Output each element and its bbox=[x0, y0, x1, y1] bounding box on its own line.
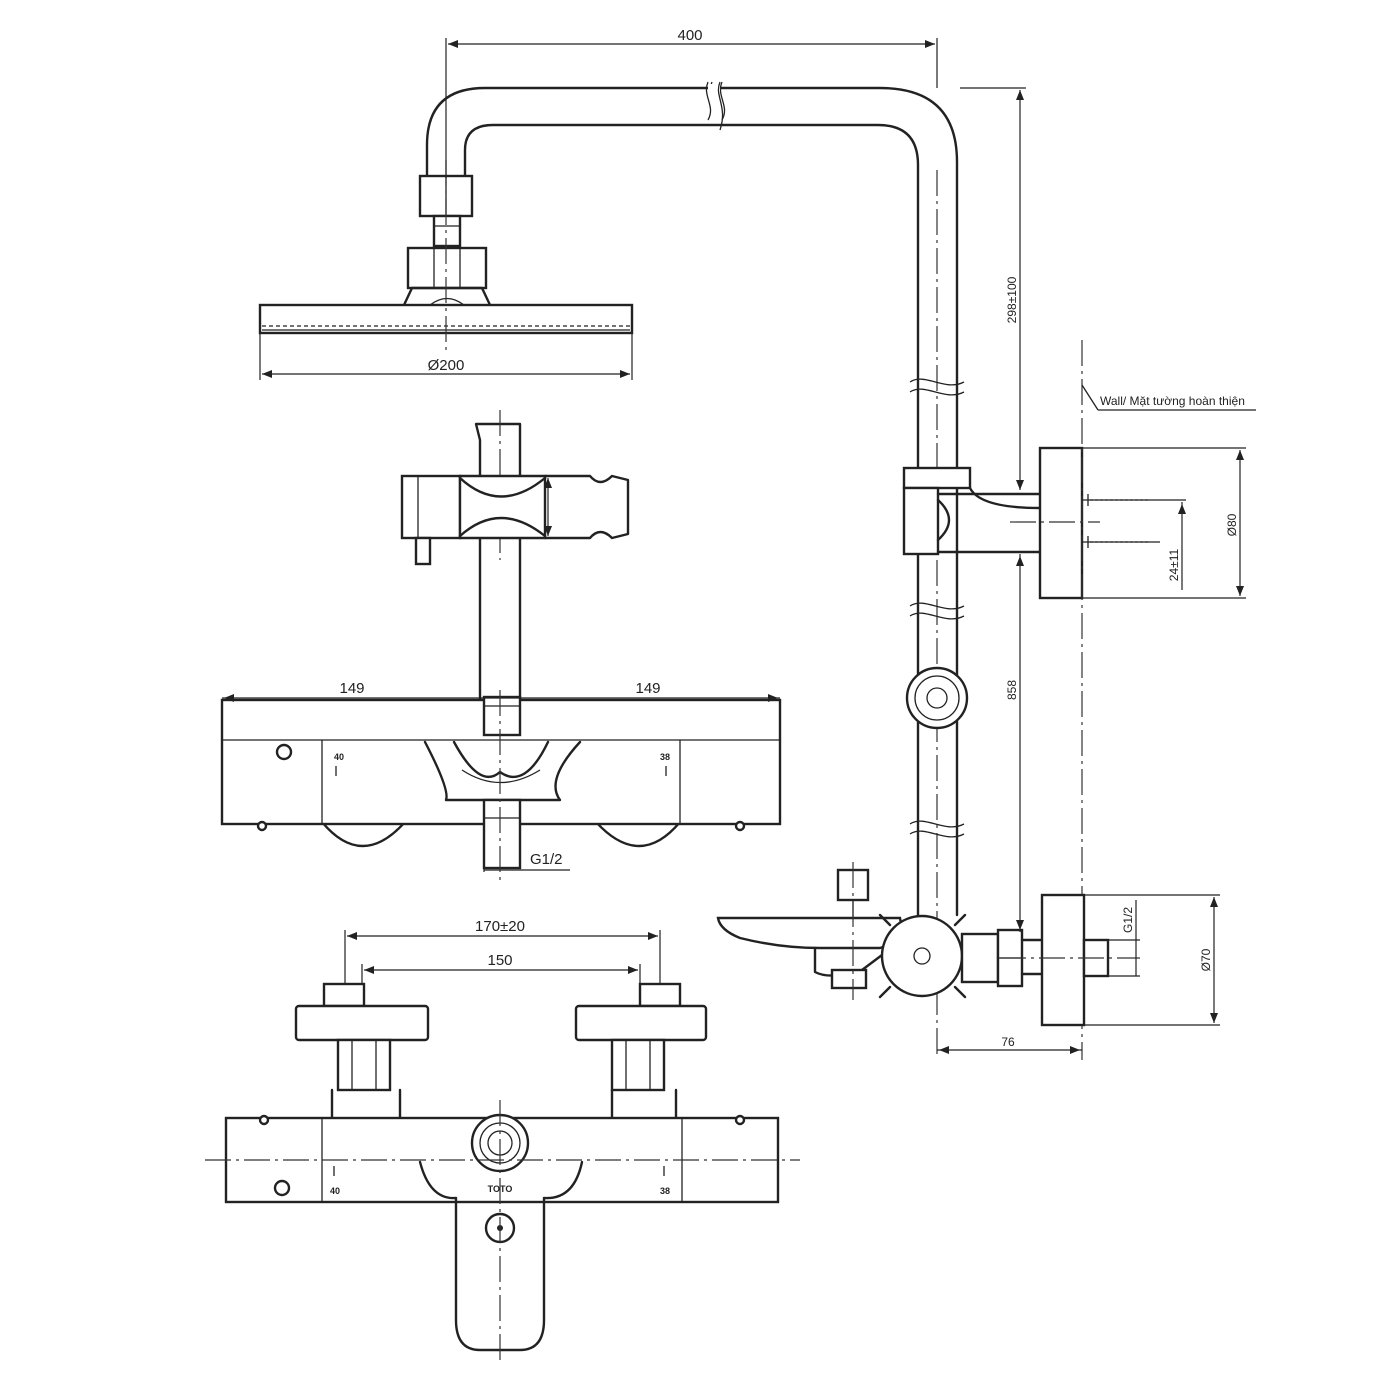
svg-text:38: 38 bbox=[660, 1186, 670, 1196]
arm-length-label: 400 bbox=[677, 27, 702, 44]
side-view bbox=[716, 170, 1160, 1060]
centers-nominal-label: 150 bbox=[487, 952, 512, 969]
shower-head-assembly: Ø200 bbox=[258, 81, 959, 470]
flange-diameter-label: Ø80 bbox=[1225, 513, 1239, 536]
head-diameter-label: Ø200 bbox=[428, 357, 465, 374]
wall-note-label: Wall/ Mặt tường hoàn thiện bbox=[1100, 394, 1245, 408]
svg-text:40: 40 bbox=[334, 752, 344, 762]
upper-height-label: 298±100 bbox=[1005, 276, 1019, 323]
mixer-inlet-label: G1/2 bbox=[530, 851, 563, 868]
arm-length-dimension: 400 bbox=[445, 27, 938, 178]
flange-offset-label: 24±11 bbox=[1167, 548, 1181, 581]
wall-offset-label: 76 bbox=[1001, 1035, 1015, 1049]
riser-length-label: 858 bbox=[1005, 680, 1019, 700]
mixer-left-label: 149 bbox=[339, 680, 364, 697]
side-flange-diameter-label: Ø70 bbox=[1199, 948, 1213, 971]
mixer-right-label: 149 bbox=[635, 680, 660, 697]
side-inlet-label: G1/2 bbox=[1121, 907, 1135, 933]
bottom-mixer: 170±20 150 40 38 bbox=[205, 918, 800, 1360]
svg-text:40: 40 bbox=[330, 1186, 340, 1196]
side-dimensions: 298±100 858 Ø80 24±11 G1/2 Ø70 76 bbox=[937, 87, 1256, 1054]
front-mixer: 40 38 149 149 G1/2 bbox=[220, 680, 782, 880]
centers-adjust-label: 170±20 bbox=[475, 918, 525, 935]
slide-holder bbox=[400, 410, 630, 702]
svg-text:38: 38 bbox=[660, 752, 670, 762]
